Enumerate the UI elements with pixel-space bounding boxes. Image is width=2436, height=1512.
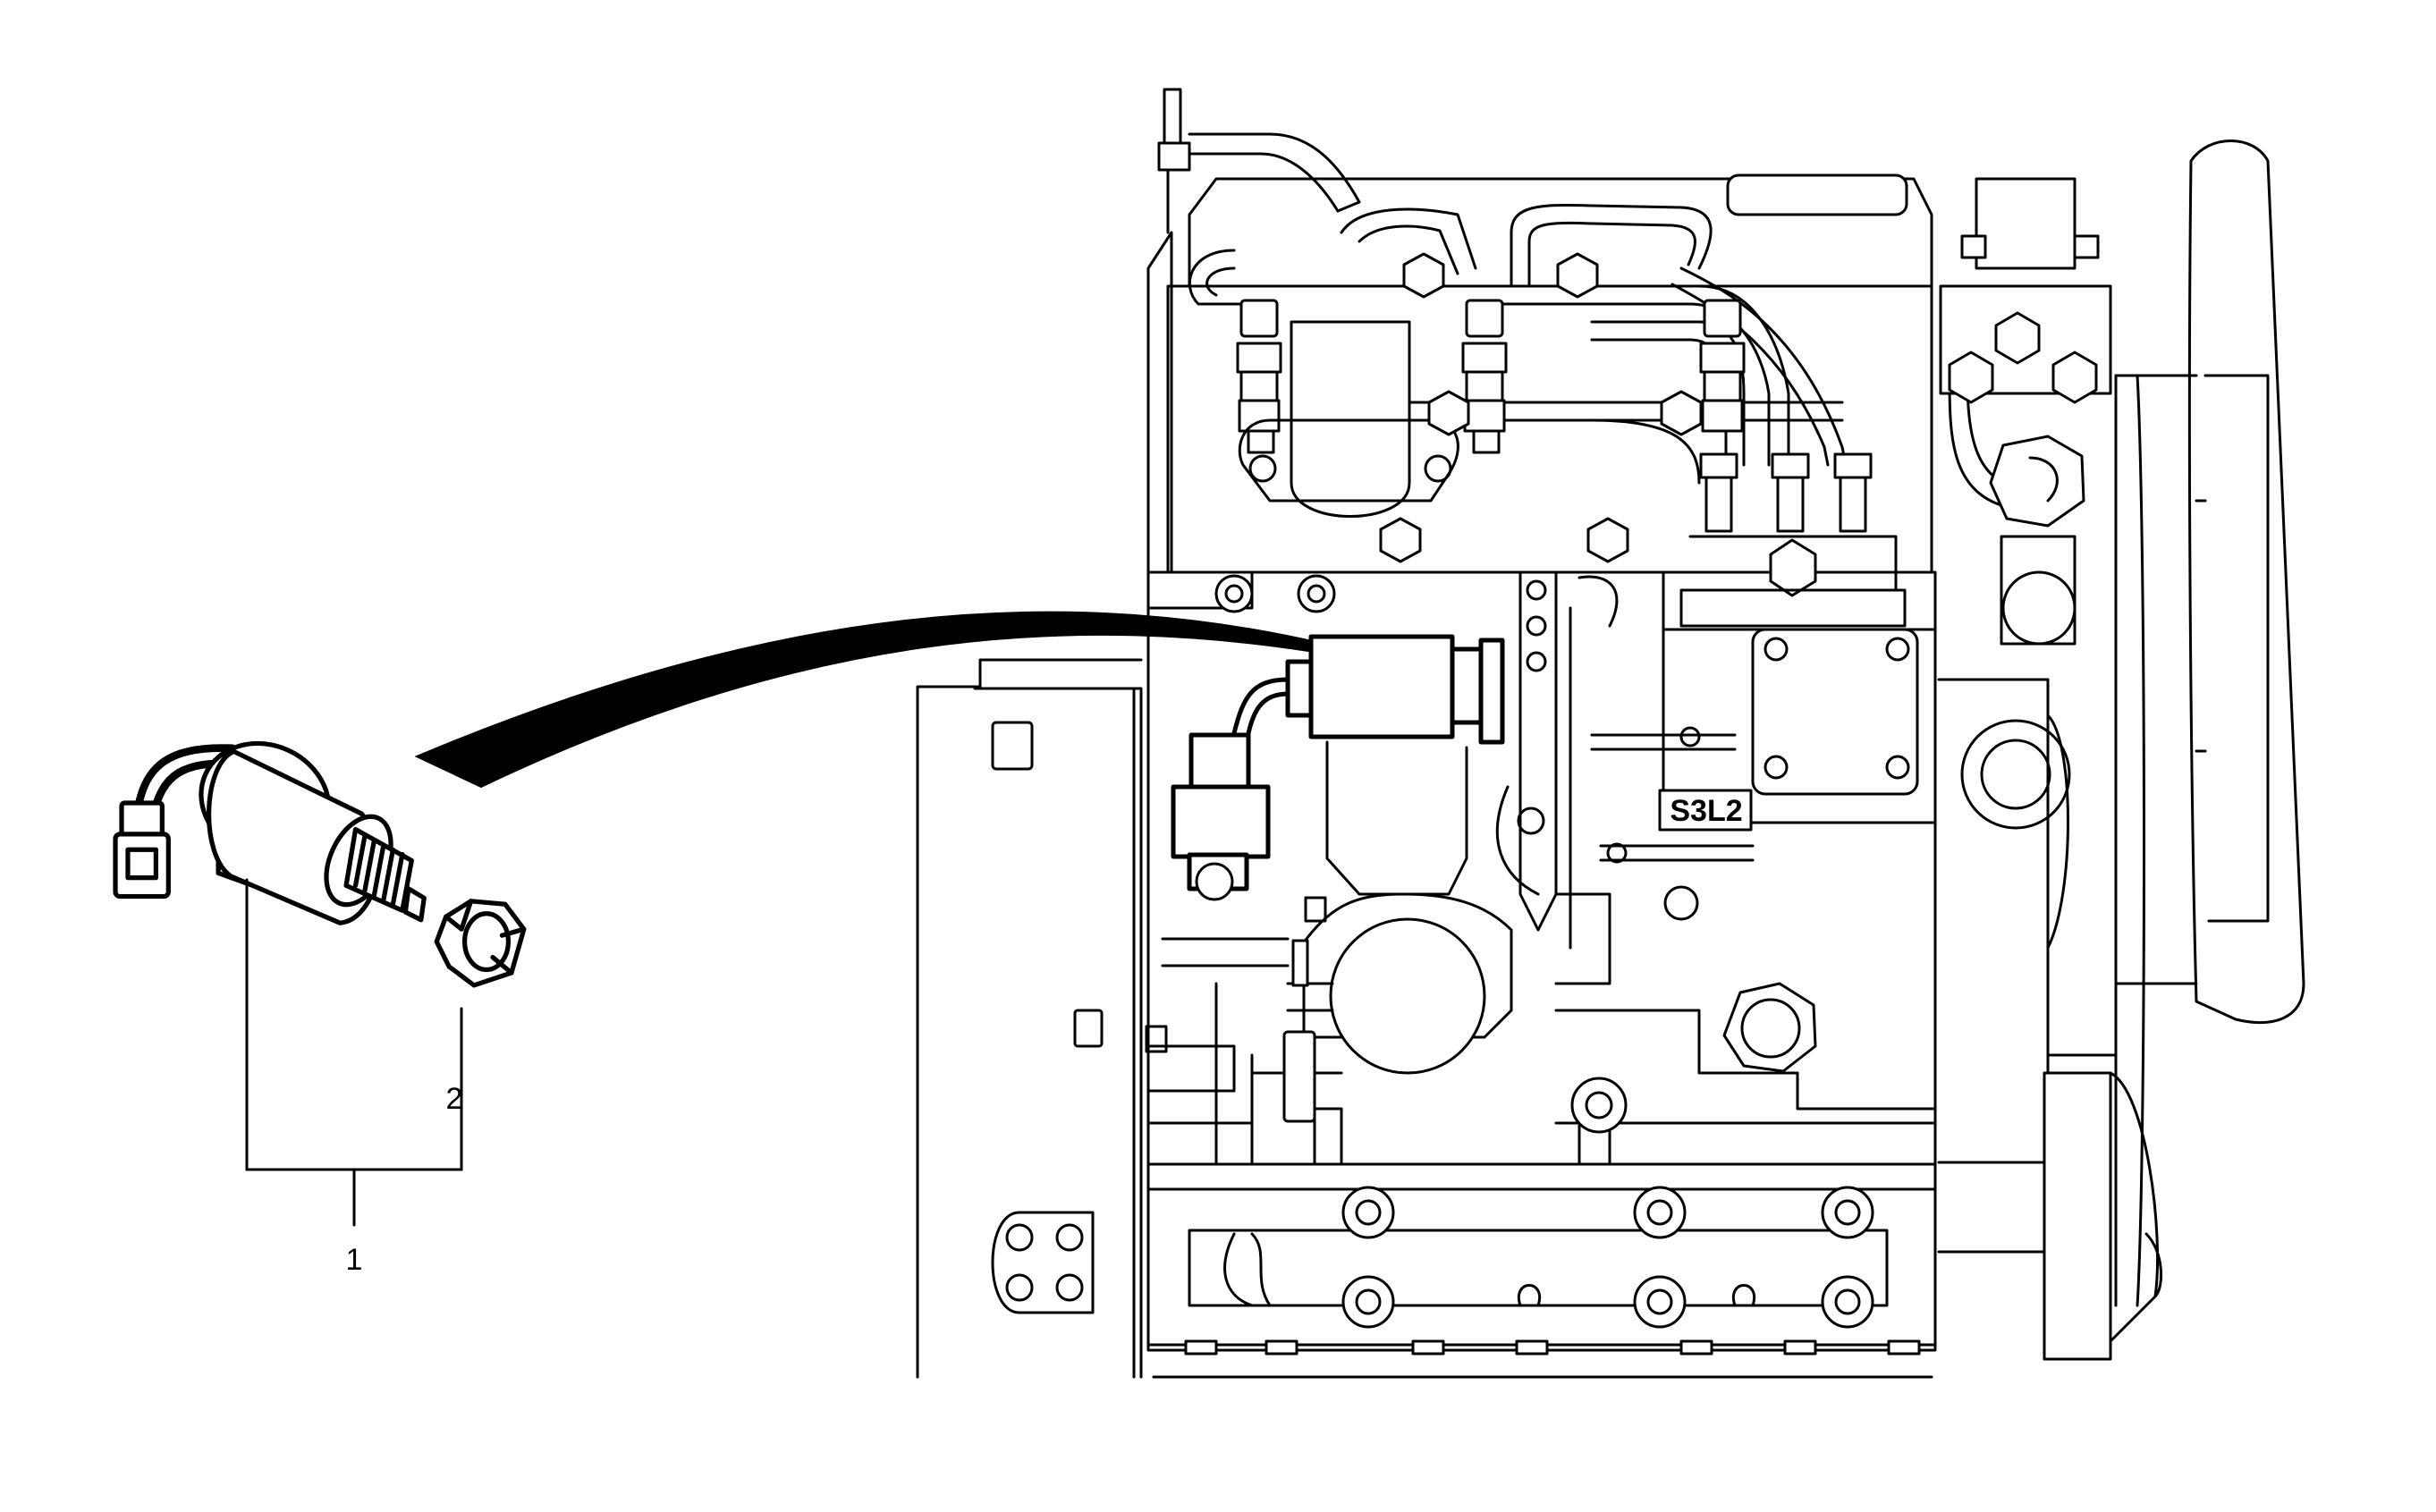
- delivery-valves: [1679, 452, 1907, 628]
- water-outlet-icon: [1939, 177, 2112, 646]
- head-bolts: [1379, 252, 1703, 563]
- bolt-icon: [991, 721, 1034, 771]
- callout-leaders: [245, 878, 463, 1227]
- main-bearing-bolts: [1341, 1186, 1874, 1329]
- engine-model-label: S3L2: [1670, 794, 1742, 828]
- oil-pan-bolts: [1184, 1339, 1921, 1356]
- governor-lever-icon: [1495, 570, 1619, 932]
- injector-nuts: [1236, 299, 1746, 454]
- solenoid-body-icon: [199, 740, 427, 925]
- callout-label-2: 2: [446, 1082, 463, 1116]
- bolt-icon: [1073, 1009, 1104, 1048]
- drain-bolt-icon: [1722, 982, 1817, 1073]
- injection-lines-icon: [1188, 203, 1848, 485]
- crank-pulley-icon: [2043, 374, 2163, 1361]
- injection-pump-cover: [1658, 628, 1937, 832]
- connector-icon: [113, 800, 171, 900]
- oil-filler-cap-icon: [1726, 173, 1908, 216]
- callout-label-1: 1: [346, 1243, 363, 1277]
- installed-solenoid-icon: [1171, 634, 1505, 891]
- breather-pipe-icon: [1157, 88, 1361, 234]
- engine-assembly: S3L2: [916, 88, 2305, 1379]
- water-pump-icon: [1937, 678, 2077, 1343]
- fuel-pump-housing-icon: [1282, 892, 1513, 1123]
- solenoid-part: [113, 740, 527, 988]
- cooling-fan-blade-icon: [2114, 139, 2305, 1025]
- lock-nut-icon: [434, 899, 527, 988]
